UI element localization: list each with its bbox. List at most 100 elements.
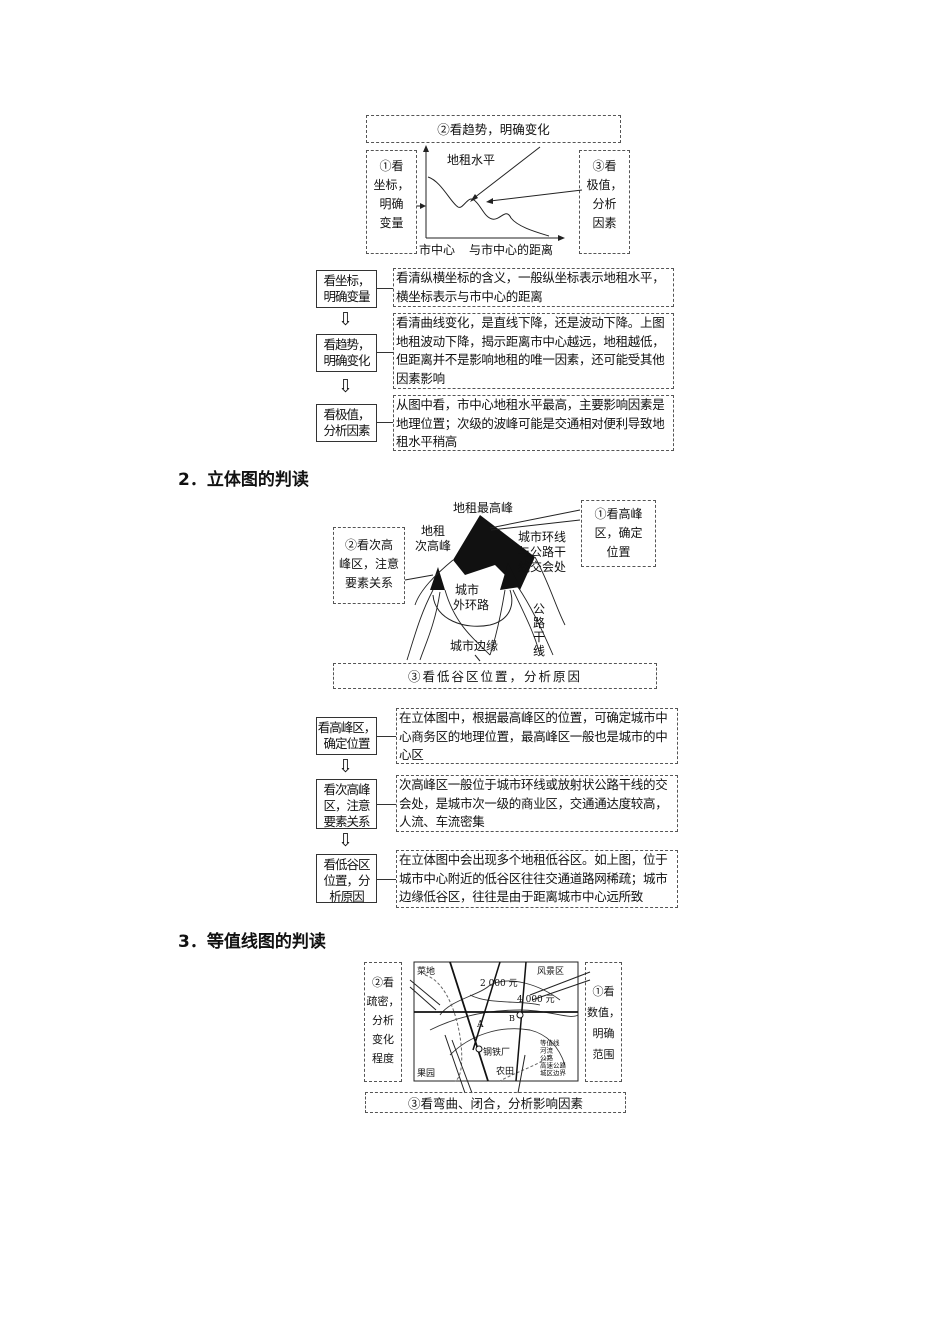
text-line: 分析 [592, 197, 617, 211]
extreme-box: ③看极值，分析因素 [579, 150, 630, 254]
legend-item: 城区边界 [540, 1069, 567, 1077]
text-line: 区，注意 [323, 798, 370, 813]
sub-peak-box: ②看次高峰区，注意要素关系 [333, 527, 405, 604]
highway-label: 线 [533, 644, 545, 658]
text-line: 明确变量 [323, 289, 370, 304]
text-line: 明确 [379, 197, 404, 211]
text-line: 因素 [592, 216, 617, 230]
step-sub-peak: 看次高峰区，注意要素关系 [316, 779, 377, 829]
highway-label: 公 [533, 602, 545, 616]
connector [377, 288, 393, 289]
text-line: 区，确定 [594, 526, 643, 540]
isoline [429, 980, 579, 1066]
explanation-valley: 在立体图中会出现多个地租低谷区。如上图，位于城市中心附近的低谷区往往交通道路网稀… [396, 850, 678, 908]
highest-peak [453, 515, 535, 590]
down-arrow-icon: ⇩ [338, 830, 354, 851]
text-line: 数值， [587, 1006, 620, 1019]
ring-road-label: 城市 [455, 582, 479, 597]
sub-peak-label: 地租 [421, 524, 445, 538]
explanation-axis: 看清纵横坐标的含义，一般纵坐标表示地租水平，横坐标表示与市中心的距离 [393, 268, 674, 307]
text-line: 坐标， [373, 178, 410, 192]
step-trend: 看趋势，明确变化 [316, 334, 377, 372]
map-label: 果园 [417, 1068, 435, 1079]
map-label: 菜地 [417, 965, 435, 977]
connector [377, 879, 396, 880]
x-origin-label: 市中心 [419, 242, 455, 257]
text-line: 看次高峰 [323, 782, 370, 797]
text-line: 看低谷区 [323, 857, 370, 872]
sub-peak [500, 563, 520, 590]
explanation-trend: 看清曲线变化，是直线下降，还是波动下降。上图地租波动下降，揭示距离市中心越远，地… [393, 313, 674, 389]
text-line: 要素关系 [323, 814, 370, 829]
text-line: 确定位置 [323, 736, 370, 751]
text-line: 看高峰区， [317, 720, 377, 735]
explanation-sub-peak: 次高峰区一般位于城市环线或放射状公路干线的交会处，是城市次一级的商业区，交通通达… [396, 775, 678, 832]
junction-label: 与公路干 [518, 544, 566, 559]
text-line: 看极值， [323, 407, 370, 422]
text-line: 位置，分 [323, 873, 370, 888]
value-label: 4 000 元 [517, 995, 555, 1005]
peak-box: ①看高峰区，确定位置 [581, 500, 656, 567]
text-line: 程度 [372, 1052, 394, 1065]
legend-item: 河流 [540, 1046, 554, 1055]
outer-ring-road [432, 589, 513, 627]
text-line: 变量 [379, 216, 404, 230]
explanation-extreme: 从图中看，市中心地租水平最高，主要影响因素是地理位置；次级的波峰可能是交通相对便… [393, 395, 674, 451]
connector [377, 352, 393, 353]
map-label: 钢铁厂 [483, 1046, 510, 1058]
text-line: 范围 [592, 1048, 615, 1061]
value-box: ①看数值， 明确范围 [585, 962, 622, 1082]
trend-box: ②看趋势，明确变化 [366, 115, 621, 143]
text-line: 看趋势， [323, 337, 370, 352]
rent-curve [427, 176, 550, 237]
text-line: 明确 [592, 1027, 615, 1040]
text-line: 疏密， [366, 995, 400, 1008]
section-heading-2: 2．立体图的判读 [178, 470, 309, 490]
text-line: 析原因 [329, 889, 365, 904]
step-peak: 看高峰区，确定位置 [316, 717, 377, 755]
junction-label: 城市环线 [518, 529, 566, 544]
ring-road-label: 外环路 [453, 597, 489, 612]
text-line: 变化 [372, 1033, 394, 1046]
valley-box: ③看低谷区位置，分析原因 [333, 663, 657, 689]
explanation-peak: 在立体图中，根据最高峰区的位置，可确定城市中心商务区的地理位置，最高峰区一般也是… [396, 708, 678, 764]
point-b-label: B [509, 1014, 515, 1023]
step-extreme: 看极值，分析因素 [316, 404, 377, 442]
highway-label: 路 [533, 615, 545, 630]
legend-item: 公路 [540, 1053, 554, 1062]
highway-label: 干 [533, 630, 545, 644]
bend-closure-box: ③看弯曲、闭合，分析影响因素 [365, 1092, 626, 1113]
text-line: 分析因素 [323, 423, 370, 438]
text-line: 要素关系 [344, 576, 393, 590]
down-arrow-icon: ⇩ [338, 309, 354, 330]
text-line: ①看高峰 [594, 507, 643, 521]
down-arrow-icon: ⇩ [338, 756, 354, 777]
rent-3d-diagram: 地租最高峰 地租 次高峰 城市环线 与公路干 线交会处 城市 外环路 公 路 干… [404, 500, 581, 662]
sub-peak-label: 次高峰 [415, 538, 451, 553]
text-line: 分析 [372, 1014, 394, 1027]
map-frame [413, 961, 579, 1082]
down-arrow-icon: ⇩ [338, 376, 354, 397]
connector [377, 804, 396, 805]
point-a-label: A [476, 1020, 484, 1030]
connector [377, 422, 393, 423]
edge-label: 城市边缘 [450, 638, 498, 653]
step-valley: 看低谷区位置，分析原因 [316, 854, 377, 904]
isoline-map: 菜地 风景区 2 000 元 4 000 元 A B 钢铁厂 果园 农田 等值线… [409, 961, 591, 1094]
text-line: 峰区，注意 [338, 557, 399, 571]
text-line: ①看 [592, 985, 615, 998]
axis-box: ①看坐标， 明确变量 [366, 150, 417, 254]
value-label: 2 000 元 [480, 979, 518, 989]
junction-label: 线交会处 [518, 559, 566, 574]
text-line: ③看 [592, 159, 617, 173]
map-label: 风景区 [537, 966, 564, 977]
text-line: ②看 [372, 976, 394, 989]
text-line: 位置 [606, 545, 631, 559]
map-label: 农田 [496, 1065, 514, 1077]
rent-curve-diagram: 地租水平 市中心 与市中心的距离 [417, 145, 583, 257]
legend-item: 等值线 [540, 1038, 560, 1047]
text-line: ①看 [379, 159, 404, 173]
text-line: 明确变化 [323, 353, 370, 368]
step-axis: 看坐标，明确变量 [316, 270, 377, 308]
x-axis-label: 与市中心的距离 [469, 242, 553, 257]
